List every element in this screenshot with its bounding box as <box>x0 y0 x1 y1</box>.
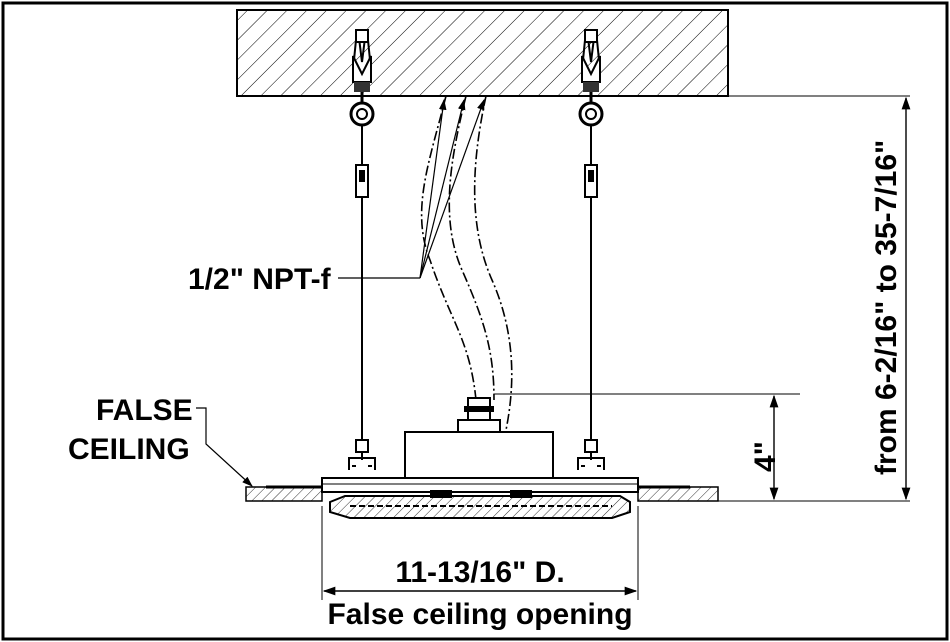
indoor-unit <box>321 397 639 519</box>
false-ceiling-label-line1: FALSE <box>96 394 193 427</box>
hanger-left <box>348 29 376 470</box>
opening-label: False ceiling opening <box>327 598 632 631</box>
height-range-label: from 6-2/16" to 35-7/16" <box>870 140 903 475</box>
flexible-pipes <box>420 95 513 431</box>
npt-label: 1/2" NPT-f <box>188 263 332 296</box>
hanger-right <box>577 29 605 470</box>
false-ceiling-leader <box>196 407 253 487</box>
unit-height-dimension <box>494 393 800 501</box>
opening-dimension <box>321 506 639 600</box>
unit-height-label: 4" <box>749 441 782 472</box>
ceiling-slab <box>236 9 910 97</box>
diameter-label: 11-13/16" D. <box>395 556 564 589</box>
false-ceiling <box>245 485 910 502</box>
npt-leader <box>338 98 485 279</box>
false-ceiling-label-line2: CEILING <box>68 433 190 466</box>
